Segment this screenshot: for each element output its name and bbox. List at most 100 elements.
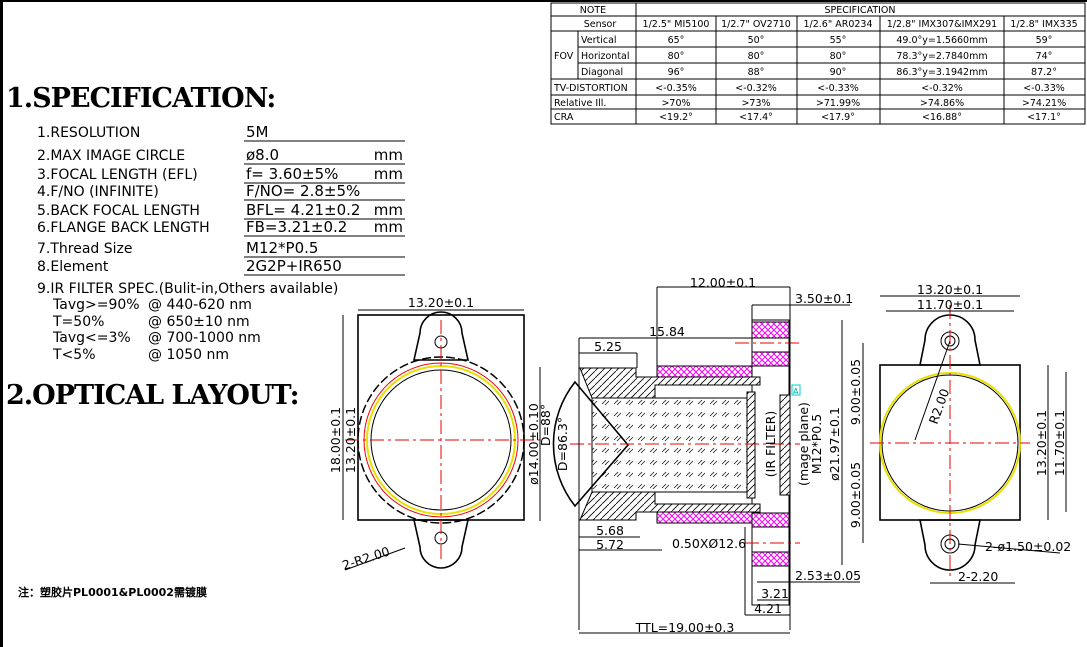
thread-label: M12*P0.5 — [809, 414, 824, 474]
dim-3-21: 3.21 — [761, 586, 789, 601]
datum-a-label: A — [793, 387, 799, 396]
ir-range: @ 700-1000 nm — [148, 330, 261, 346]
table-row-label: TV-DISTORTION — [553, 83, 628, 94]
table-sensor: 1/2.7" OV2710 — [721, 19, 791, 30]
coating-note: 注：塑胶片PL0001&PL0002需镀膜 — [18, 585, 207, 599]
table-cell: <-0.35% — [655, 83, 697, 94]
dim-5-25: 5.25 — [594, 339, 622, 354]
spec-value: ø8.0 — [246, 146, 279, 164]
table-cell: 80° — [748, 51, 765, 62]
table-cell: <-0.32% — [735, 83, 777, 94]
table-sensor-label: Sensor — [584, 19, 617, 30]
spec-value: 2G2P+IR650 — [246, 257, 342, 275]
table-cell: <-0.33% — [1023, 83, 1065, 94]
spec-unit: mm — [374, 165, 403, 183]
table-cell: <16.88° — [922, 112, 962, 123]
table-cell: >74.21% — [1022, 98, 1066, 109]
dim-2-53: 2.53±0.05 — [795, 568, 861, 583]
section-view: A 12.00±0.1 3.50±0.1 15.84 5.25 5.68 5.7… — [526, 275, 864, 635]
spec-heading: 1.SPECIFICATION: — [6, 83, 275, 114]
fov-86-3: D=86.3° — [555, 417, 570, 471]
table-cell: <17.1° — [1027, 112, 1061, 123]
ir-range: @ 650±10 nm — [148, 314, 250, 330]
table-cell: 80° — [830, 51, 847, 62]
spec-label: 3.FOCAL LENGTH (EFL) — [37, 167, 198, 183]
back-height-outer: 13.20±0.1 — [1034, 410, 1049, 476]
front-width-dim: 13.20±0.1 — [408, 295, 474, 310]
ir-cond: T<5% — [52, 347, 96, 363]
dim-5-72: 5.72 — [596, 537, 624, 552]
table-spec-header: SPECIFICATION — [824, 5, 895, 16]
spec-value: 5M — [246, 123, 269, 141]
back-height-inner: 11.70±0.1 — [1052, 410, 1067, 476]
spec-label: 2.MAX IMAGE CIRCLE — [37, 148, 185, 164]
ir-filter-spec: 9.IR FILTER SPEC.(Bulit-in,Others availa… — [37, 281, 338, 363]
dim-chamfer: 0.50XØ12.6 — [672, 536, 746, 551]
table-cell: 78.3°y=2.7840mm — [896, 51, 987, 62]
table-row-label: Horizontal — [581, 51, 630, 62]
table-cell: 65° — [668, 35, 685, 46]
dim-9-upper: 9.00±0.05 — [848, 359, 863, 425]
table-sensor: 1/2.8" IMX335 — [1010, 19, 1077, 30]
table-cell: <19.2° — [659, 112, 693, 123]
table-row-label: Vertical — [581, 35, 617, 46]
dim-dia-21-97: ø21.97±0.1 — [827, 407, 842, 481]
dim-dia-14: ø14.00±0.10 — [526, 403, 541, 485]
ir-filter-label: (IR FILTER) — [763, 411, 778, 477]
table-sensor: 1/2.5" MI5100 — [643, 19, 710, 30]
back-width-inner: 11.70±0.1 — [917, 297, 983, 312]
front-height-outer-dim: 18.00±0.1 — [328, 407, 343, 473]
drawing-canvas: 1.SPECIFICATION: 2.OPTICAL LAYOUT: 1.RES… — [6, 2, 1086, 635]
table-cell: >74.86% — [920, 98, 964, 109]
table-cell: 55° — [830, 35, 847, 46]
table-fov-label: FOV — [554, 51, 574, 62]
table-cell: <17.9° — [821, 112, 855, 123]
spec-list: 1.RESOLUTION 5M 2.MAX IMAGE CIRCLE ø8.0 mm 3.… — [37, 123, 405, 276]
front-height-inner-dim: 13.20±0.1 — [343, 407, 358, 473]
spec-table: NOTE SPECIFICATION Sensor FOV 1/2.5" MI5… — [550, 2, 1086, 125]
front-view: 13.20±0.1 18.00±0.1 13.20±0.1 2-R2.00 — [328, 295, 540, 573]
table-cell: 90° — [830, 67, 847, 78]
spec-value: F/NO= 2.8±5% — [246, 182, 360, 200]
dim-4-21: 4.21 — [754, 601, 782, 616]
spec-value: M12*P0.5 — [246, 239, 318, 257]
dim-15-84: 15.84 — [649, 324, 685, 339]
spec-label: 4.F/NO (INFINITE) — [37, 184, 159, 200]
spec-label: 5.BACK FOCAL LENGTH — [37, 203, 200, 219]
table-sensor: 1/2.8" IMX307&IMX291 — [887, 19, 997, 30]
spec-unit: mm — [374, 218, 403, 236]
table-cell: 74° — [1036, 51, 1053, 62]
table-cell: <-0.33% — [817, 83, 859, 94]
table-cell: 88° — [748, 67, 765, 78]
optical-layout-heading: 2.OPTICAL LAYOUT: — [6, 380, 299, 411]
spec-label: 1.RESOLUTION — [37, 125, 140, 141]
spec-value: f= 3.60±5% — [246, 165, 338, 183]
table-row-label: CRA — [554, 112, 574, 123]
back-holes-dim: 2-ø1.50±0.02 — [985, 539, 1071, 554]
front-radius-dim: 2-R2.00 — [340, 543, 391, 572]
table-row-label: Relative Ill. — [554, 98, 606, 109]
fov-88: D=88° — [538, 404, 553, 446]
table-cell: 59° — [1036, 35, 1053, 46]
spec-label: 7.Thread Size — [37, 241, 133, 257]
table-cell: 96° — [668, 67, 685, 78]
spec-value: BFL= 4.21±0.2 — [246, 201, 360, 219]
ir-cond: Tavg>=90% — [52, 297, 140, 313]
ir-filter-title: 9.IR FILTER SPEC.(Bulit-in,Others availa… — [37, 281, 338, 297]
table-cell: 49.0°y=1.5660mm — [896, 35, 987, 46]
ir-range: @ 1050 nm — [148, 347, 229, 363]
table-cell: 80° — [668, 51, 685, 62]
dim-12: 12.00±0.1 — [690, 275, 756, 290]
table-cell: >73% — [741, 98, 770, 109]
back-radius: R2.00 — [926, 387, 953, 426]
image-plane-label: (mage plane) — [796, 402, 811, 486]
dim-5-68: 5.68 — [596, 523, 624, 538]
table-cell: <17.4° — [739, 112, 773, 123]
table-cell: >70% — [661, 98, 690, 109]
spec-label: 6.FLANGE BACK LENGTH — [37, 220, 210, 236]
table-cell: 86.3°y=3.1942mm — [896, 67, 987, 78]
ir-cond: Tavg<=3% — [52, 330, 131, 346]
table-sensor: 1/2.6" AR0234 — [803, 19, 872, 30]
ir-range: @ 440-620 nm — [148, 297, 252, 313]
